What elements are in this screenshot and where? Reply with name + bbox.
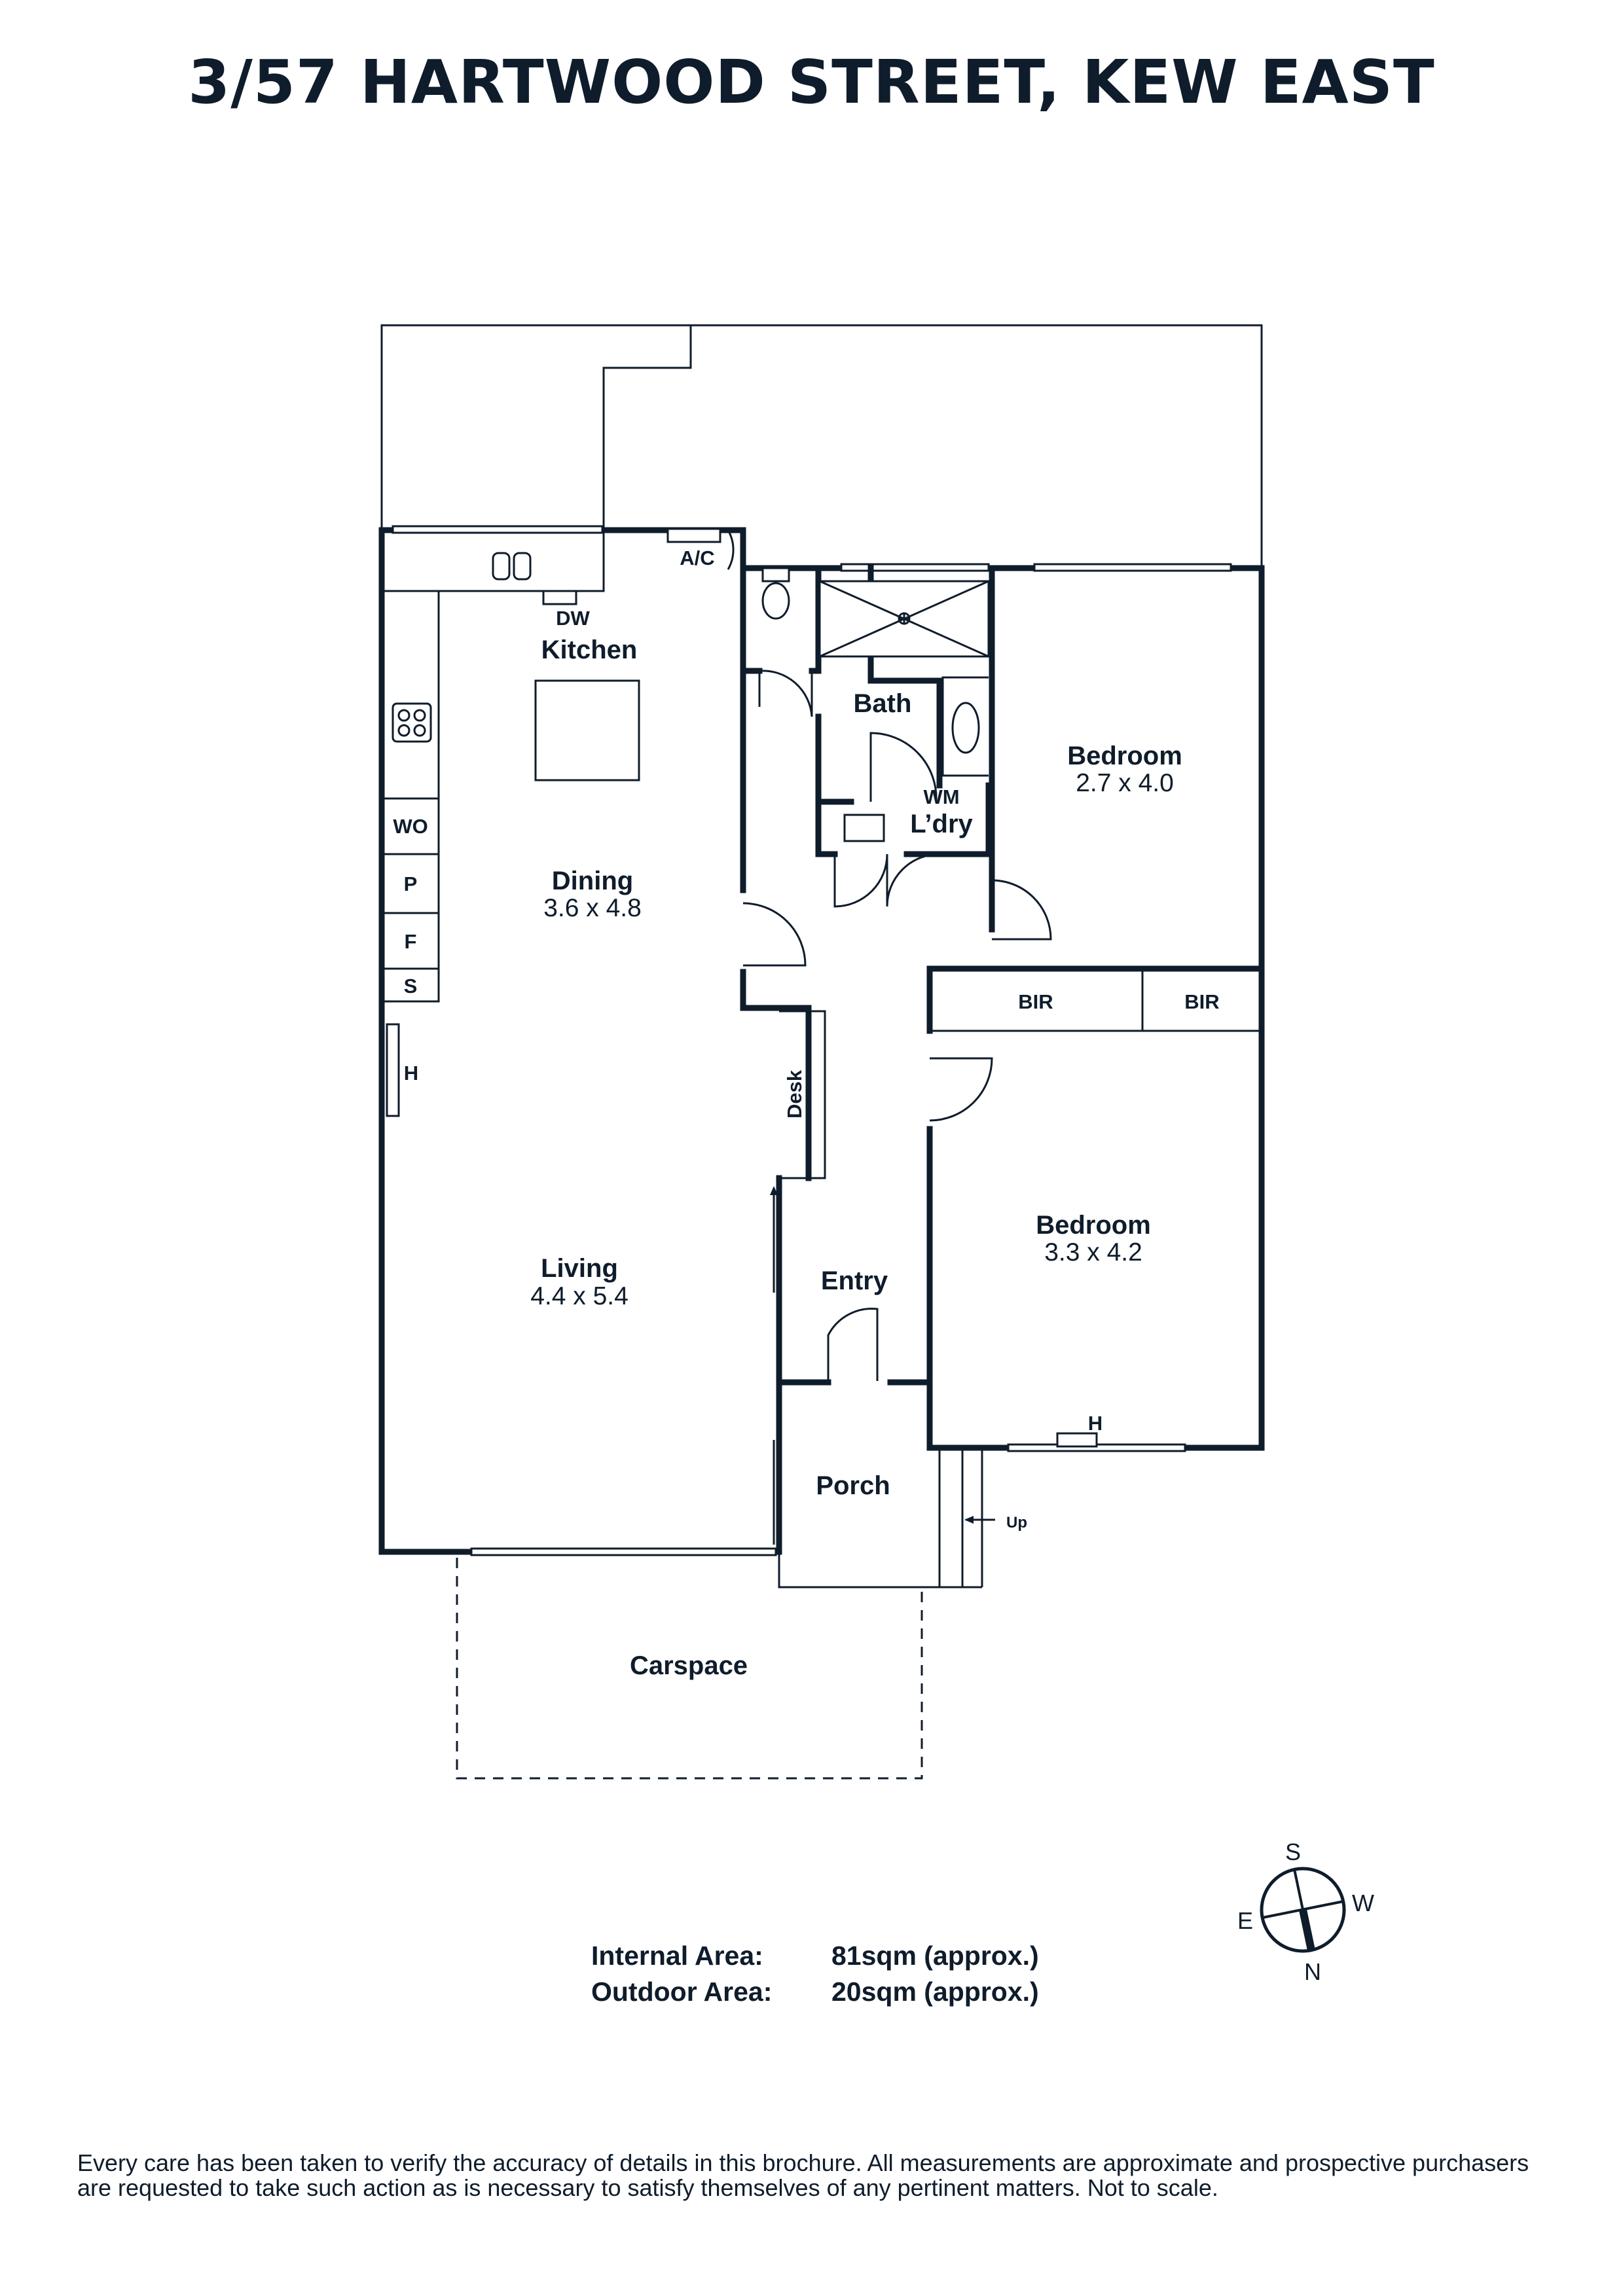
entry-label: Entry [821,1266,888,1295]
bir-label-2: BIR [1184,990,1219,1013]
cooktop-icon [392,702,432,743]
wet-area-fixtures [761,567,990,842]
sink-right [513,552,532,581]
compass: S W E N [1237,1839,1374,1985]
kitchen-island [534,679,640,781]
toilet-cistern [761,567,790,583]
carspace-label: Carspace [630,1651,748,1680]
dining-dimensions: 3.6 x 4.8 [543,894,642,922]
yard-outline [380,324,1263,568]
heater-living-label: H [404,1062,418,1085]
desk-label: Desk [783,1069,806,1119]
washing-machine-label: WM [923,785,959,808]
living-dimensions: 4.4 x 5.4 [530,1282,629,1310]
wall-oven-label: WO [393,815,428,838]
bedroom-1-label: Bedroom [1067,742,1182,770]
compass-east: E [1237,1907,1253,1934]
basin [951,702,980,754]
page-title: 3/57 HARTWOOD STREET, KEW EAST [188,47,1435,117]
kitchen-label: Kitchen [541,636,638,664]
windows [392,525,1232,1556]
bedroom-1-dimensions: 2.7 x 4.0 [1076,769,1174,797]
exterior-walls [378,527,1265,1555]
ac-label: A/C [680,547,714,569]
ac-unit [666,528,721,543]
outdoor-area-value: 20sqm (approx.) [831,1977,1039,2007]
internal-area-label: Internal Area: [591,1941,763,1971]
heater-living [386,1023,400,1117]
heater-bedroom-label: H [1088,1412,1103,1435]
heater-bedroom [1056,1432,1098,1448]
bedroom-2-label: Bedroom [1036,1211,1151,1240]
dishwasher [542,590,577,605]
disclaimer: Every care has been taken to verify the … [77,2149,1529,2201]
bir-label-1: BIR [1018,990,1053,1013]
internal-area-value: 81sqm (approx.) [831,1941,1039,1971]
carspace-outline [456,1558,923,1780]
dining-label: Dining [552,867,633,895]
laundry-label: L’dry [910,810,973,838]
kitchen-fixtures [382,528,721,1117]
compass-west: W [1352,1890,1374,1916]
sink-left [492,552,511,581]
pantry-label: P [404,872,418,895]
dishwasher-label: DW [556,607,590,630]
porch-label: Porch [816,1471,890,1500]
interior-walls [740,565,1265,1386]
fridge-label: F [405,930,417,953]
compass-north: N [1304,1958,1321,1985]
bedroom-2-dimensions: 3.3 x 4.2 [1044,1238,1142,1266]
porch-steps [778,1448,995,1588]
up-label: Up [1006,1514,1027,1532]
toilet-bowl [761,582,790,620]
bath-label: Bath [854,689,912,718]
compass-circle [1260,1867,1346,1953]
wardrobes [930,969,1262,1448]
doors [691,529,1052,1381]
outdoor-area-label: Outdoor Area: [591,1977,773,2007]
trough [843,814,885,842]
living-label: Living [541,1254,618,1283]
compass-south: S [1285,1839,1301,1865]
storage-label: S [404,975,418,997]
